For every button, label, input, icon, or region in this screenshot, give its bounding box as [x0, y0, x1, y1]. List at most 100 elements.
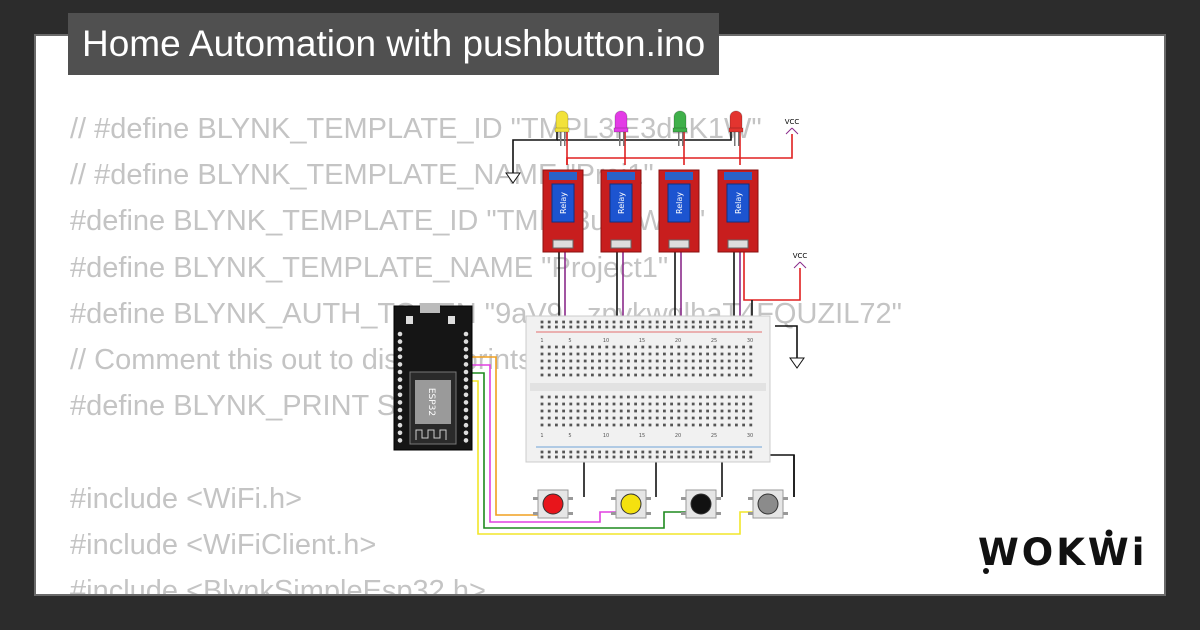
breadboard-number: 5: [568, 433, 571, 439]
pin: [463, 369, 469, 375]
led-leg: [678, 130, 680, 146]
pin: [397, 346, 403, 352]
pin: [397, 331, 403, 337]
button-leg: [533, 497, 539, 500]
pin: [463, 339, 469, 344]
esp32-board: ESP32: [393, 303, 473, 451]
vcc-symbol: VCC: [793, 252, 808, 269]
pushbutton-red: [533, 489, 573, 519]
led-red: [728, 110, 744, 146]
relay-coil: [726, 183, 750, 223]
relay-header: [668, 239, 690, 249]
pin: [397, 430, 403, 436]
relay-terminal: [665, 172, 693, 180]
pin: [463, 407, 469, 413]
button-leg: [782, 497, 788, 500]
board-button: [448, 316, 455, 324]
breadboard-number: 15: [639, 338, 645, 344]
wire-btn-rail: [770, 454, 795, 497]
relay-coil: [551, 183, 575, 223]
wire-btn-yellow: [472, 364, 617, 523]
pin: [463, 346, 469, 352]
button-leg: [715, 497, 721, 500]
relay-label: Relay: [675, 192, 684, 214]
led-rim: [672, 127, 688, 133]
breadboard-number: 15: [639, 433, 645, 439]
vcc-label: VCC: [793, 252, 808, 260]
led-body: [614, 110, 628, 132]
preview-card: // #define BLYNK_TEMPLATE_ID "TMPL3lE3d4…: [34, 34, 1166, 596]
center-channel: [530, 383, 766, 391]
pin: [397, 407, 403, 413]
relay-coil: [667, 183, 691, 223]
breadboard-holes: [540, 320, 753, 459]
led-leg: [560, 130, 562, 146]
pin: [397, 392, 403, 398]
button-cap: [757, 493, 779, 515]
pin: [397, 415, 403, 420]
led-body: [555, 110, 569, 132]
vcc-arrow: [799, 261, 807, 269]
button-leg: [567, 512, 573, 515]
module-shield: [415, 380, 451, 424]
vcc-arrow: [793, 261, 801, 269]
pin: [463, 384, 469, 390]
button-cap: [620, 493, 642, 515]
leds: [554, 110, 744, 146]
wire-btn-red: [472, 356, 541, 516]
relay-label: Relay: [559, 192, 568, 214]
pin: [397, 377, 403, 382]
breadboard-number: 5: [568, 338, 571, 344]
breadboard-number: 1: [540, 433, 543, 439]
led-leg: [619, 130, 621, 146]
vcc-symbol: VCC: [785, 118, 800, 135]
relay-module: Relay: [600, 169, 642, 253]
wire-gnd: [512, 130, 558, 173]
button-leg: [645, 497, 651, 500]
code-line: #include <BlynkSimpleEsp32.h>: [70, 574, 486, 596]
button-leg: [681, 512, 687, 515]
breadboard-number: 10: [603, 433, 609, 439]
code-line: #include <WiFiClient.h>: [70, 528, 377, 561]
breadboard-number: 25: [711, 433, 717, 439]
breadboard-number: 25: [711, 338, 717, 344]
relay-header: [727, 239, 749, 249]
pin: [397, 362, 403, 367]
pin: [463, 331, 469, 337]
breadboard-number: 20: [675, 433, 681, 439]
button-leg: [748, 512, 754, 515]
relay-terminal: [724, 172, 752, 180]
led-rim: [613, 127, 629, 133]
page-title: Home Automation with pushbutton.ino: [68, 13, 720, 75]
relay-label: Relay: [617, 192, 626, 214]
code-line: #include <WiFi.h>: [70, 482, 303, 515]
button-leg: [645, 512, 651, 515]
pin: [397, 438, 403, 443]
button-leg: [681, 497, 687, 500]
button-leg: [611, 497, 617, 500]
pin: [463, 430, 469, 436]
led-rim: [554, 127, 570, 133]
pin: [463, 354, 469, 360]
pin: [463, 415, 469, 420]
relay-label: Relay: [734, 192, 743, 214]
button-leg: [748, 497, 754, 500]
usb-port: [420, 303, 440, 313]
pin: [397, 339, 403, 344]
pin: [463, 377, 469, 382]
relay-header: [552, 239, 574, 249]
pushbutton-yellow: [611, 489, 651, 519]
led-body: [673, 110, 687, 132]
led-leg: [738, 130, 740, 146]
esp32-label: ESP32: [426, 388, 436, 416]
button-leg: [611, 512, 617, 515]
led-leg: [734, 130, 736, 146]
antenna: [415, 429, 447, 440]
pin: [397, 369, 403, 375]
pushbutton-gray: [748, 489, 788, 519]
wire-btn-black: [472, 372, 687, 529]
wire-vcc2: [743, 252, 801, 301]
vcc-label: VCC: [785, 118, 800, 126]
breadboard-number: 20: [675, 338, 681, 344]
